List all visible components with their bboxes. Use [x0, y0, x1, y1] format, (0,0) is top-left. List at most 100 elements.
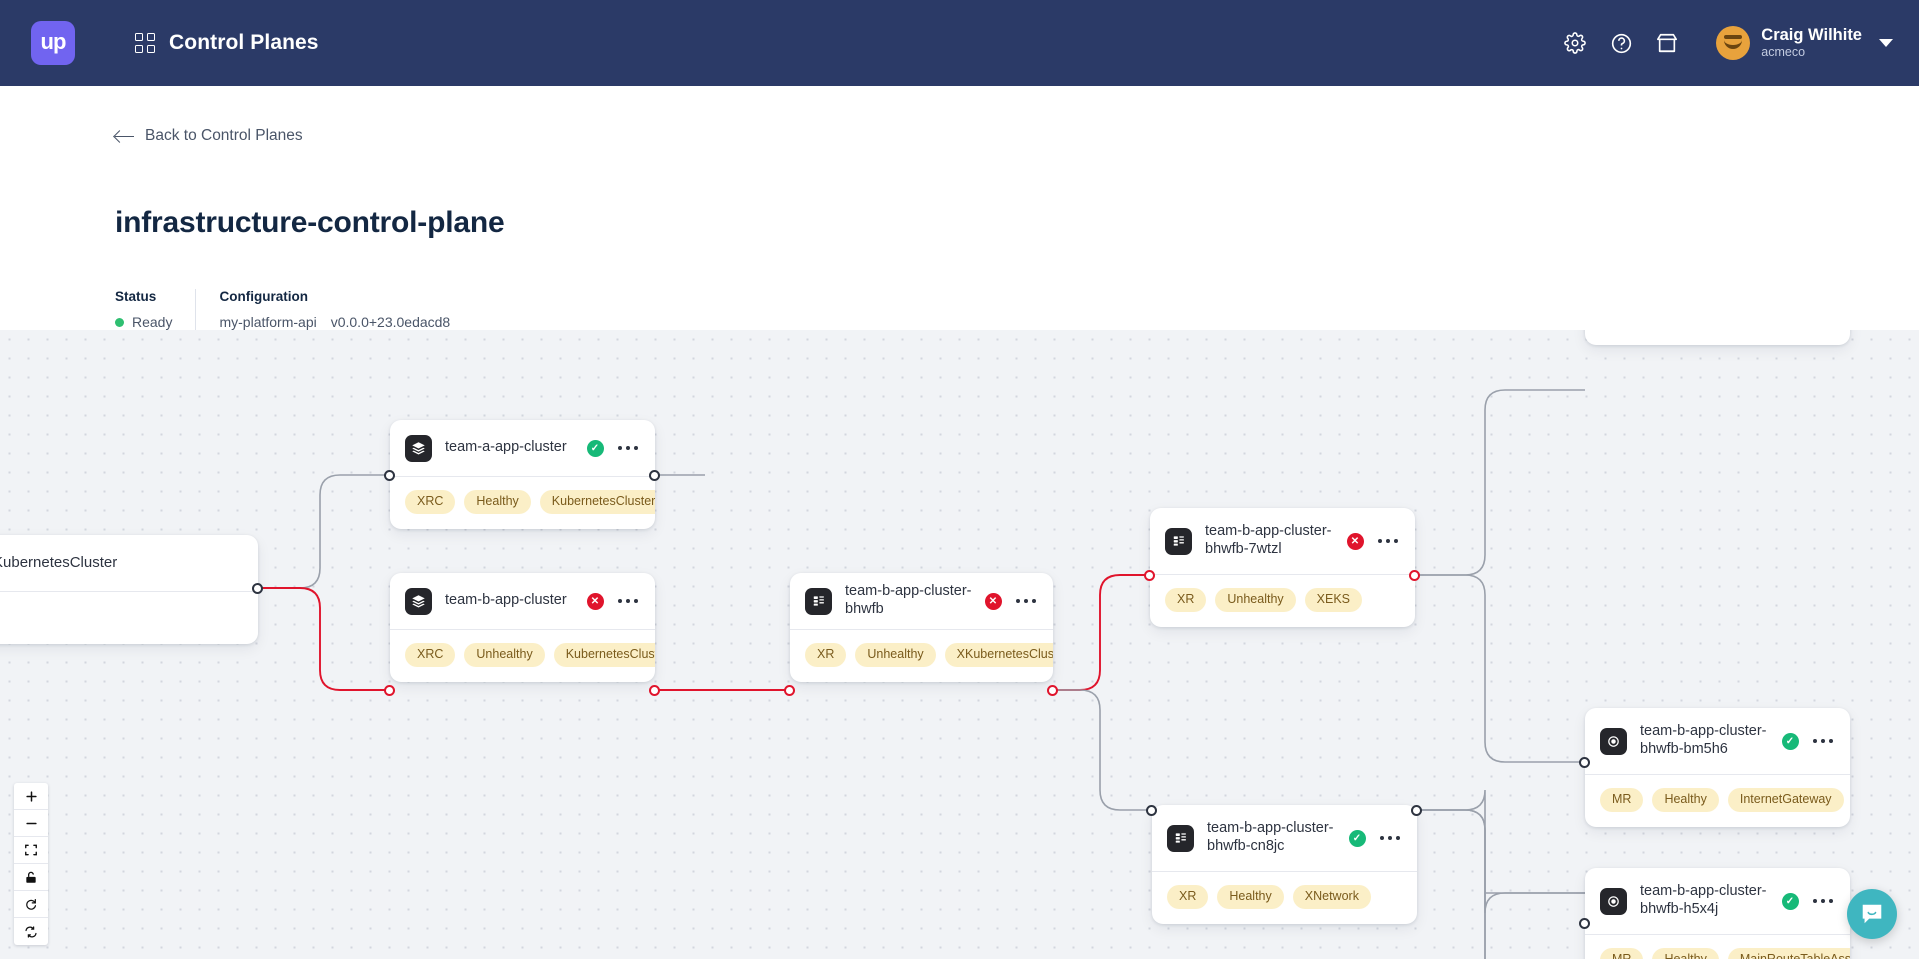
status-value: Ready	[132, 314, 173, 330]
node-tags: XRC Healthy KubernetesCluster	[390, 477, 655, 529]
fit-view-button[interactable]	[14, 837, 48, 864]
node-header: team-b-app-cluster-bhwfb-h5x4j ✓	[1585, 868, 1850, 934]
node-tag: XR	[1167, 885, 1209, 909]
configuration-version: v0.0.0+23.0edacd8	[330, 314, 451, 330]
help-icon[interactable]	[1598, 20, 1644, 66]
graph-node[interactable]: team-b-app-cluster-bhwfb-7wtzl ✕ XR Unhe…	[1150, 508, 1415, 627]
node-divider	[1152, 871, 1417, 872]
node-header: team-b-app-cluster-bhwfb-bm5h6 ✓	[1585, 708, 1850, 774]
meta-row: Status Ready Configuration my-platform-a…	[115, 289, 450, 335]
status-unhealthy-icon: ✕	[984, 592, 1002, 610]
reset-button[interactable]	[14, 891, 48, 918]
node-title: KubernetesCluster	[0, 553, 118, 571]
node-menu-button[interactable]	[1812, 738, 1833, 744]
managed-resource-icon	[1600, 887, 1627, 915]
node-divider	[0, 591, 258, 592]
configuration-block: Configuration my-platform-api v0.0.0+23.…	[219, 289, 450, 330]
zoom-in-button[interactable]	[14, 783, 48, 810]
node-header: team-b-app-cluster-bhwfb ✕	[790, 573, 1053, 629]
node-tag: Unhealthy	[1215, 588, 1296, 612]
node-tag: Healthy	[1217, 885, 1284, 909]
user-menu[interactable]: Craig Wilhite acmeco	[1761, 26, 1862, 59]
graph-node[interactable]: team-b-app-cluster-bhwfb-h5x4j ✓ MR Heal…	[1585, 868, 1850, 959]
status-healthy-icon: ✓	[586, 439, 604, 457]
node-tag: Healthy	[1652, 948, 1719, 959]
node-tags: XR Healthy XNetwork	[1152, 872, 1417, 924]
graph-node[interactable]: team-b-app-cluster-bhwfb-bm5h6 ✓ MR Heal…	[1585, 708, 1850, 827]
resource-graph-canvas[interactable]: KubernetesCluster API team-a-app-cluster…	[0, 330, 1919, 959]
node-tag: XKubernetesCluster	[944, 643, 1053, 667]
node-handle-right[interactable]	[649, 470, 660, 481]
node-divider	[390, 476, 655, 477]
back-to-control-planes-link[interactable]: Back to Control Planes	[115, 127, 303, 145]
node-menu-button[interactable]	[1812, 898, 1833, 904]
sync-button[interactable]	[14, 918, 48, 945]
node-handle-right[interactable]	[1047, 685, 1058, 696]
grid-icon[interactable]	[135, 33, 155, 53]
node-handle-right[interactable]	[1411, 805, 1422, 816]
chat-widget-button[interactable]	[1847, 889, 1897, 939]
logo-text: up	[40, 29, 67, 54]
graph-node[interactable]: team-a-app-cluster ✓ XRC Healthy Kuberne…	[390, 420, 655, 529]
graph-node[interactable]: team-b-app-cluster ✕ XRC Unhealthy Kuber…	[390, 573, 655, 682]
node-header: team-b-app-cluster-bhwfb-7wtzl ✕	[1150, 508, 1415, 574]
node-tag: KubernetesCluster	[553, 643, 655, 667]
node-menu-button[interactable]	[1379, 835, 1400, 841]
canvas-zoom-toolbar	[14, 783, 48, 945]
node-handle-left[interactable]	[1146, 805, 1157, 816]
node-header: team-a-app-cluster ✓	[390, 420, 655, 476]
node-tags: API	[0, 592, 258, 644]
node-handle-left[interactable]	[784, 685, 795, 696]
node-handle-left[interactable]	[1579, 757, 1590, 768]
graph-node[interactable]: team-b-app-cluster-bhwfb-cn8jc ✓ XR Heal…	[1152, 805, 1417, 924]
graph-node[interactable]	[1585, 330, 1850, 345]
node-handle-left[interactable]	[1579, 918, 1590, 929]
status-dot-icon	[115, 317, 124, 327]
node-title: team-b-app-cluster-bhwfb-cn8jc	[1207, 820, 1334, 854]
node-handle-right[interactable]	[649, 685, 660, 696]
avatar[interactable]	[1716, 26, 1751, 60]
chevron-down-icon[interactable]	[1879, 39, 1893, 47]
upbound-logo[interactable]: up	[31, 21, 75, 65]
node-handle-left[interactable]	[1144, 570, 1155, 581]
node-tag: MR	[1600, 788, 1644, 812]
status-unhealthy-icon: ✕	[1346, 532, 1364, 550]
node-tag: KubernetesCluster	[539, 490, 655, 514]
node-title: team-b-app-cluster-bhwfb-h5x4j	[1640, 883, 1767, 917]
user-org: acmeco	[1761, 45, 1806, 60]
node-tag: XEKS	[1304, 588, 1363, 612]
node-handle-right[interactable]	[252, 583, 263, 594]
node-menu-button[interactable]	[1015, 598, 1036, 604]
lock-button[interactable]	[14, 864, 48, 891]
node-tags: XR Unhealthy XKubernetesCluster	[790, 630, 1053, 682]
node-menu-button[interactable]	[617, 445, 638, 451]
status-badge: Ready	[115, 314, 172, 330]
node-title: team-b-app-cluster-bhwfb-7wtzl	[1205, 523, 1332, 557]
meta-divider	[195, 289, 197, 335]
gear-icon[interactable]	[1552, 20, 1598, 66]
node-tags	[1585, 330, 1850, 345]
node-menu-button[interactable]	[1377, 538, 1398, 544]
node-tag: InternetGateway	[1727, 788, 1844, 812]
node-tag: XR	[805, 643, 847, 667]
node-title: team-b-app-cluster	[445, 592, 567, 609]
graph-node[interactable]: team-b-app-cluster-bhwfb ✕ XR Unhealthy …	[790, 573, 1053, 682]
node-header: team-b-app-cluster-bhwfb-cn8jc ✓	[1152, 805, 1417, 871]
configuration-name: my-platform-api	[219, 314, 317, 330]
node-title: team-b-app-cluster-bhwfb-bm5h6	[1640, 723, 1767, 757]
node-divider	[1150, 574, 1415, 575]
node-divider	[790, 629, 1053, 630]
node-handle-left[interactable]	[384, 685, 395, 696]
node-tags: MR Healthy MainRouteTableAssociation	[1585, 935, 1850, 959]
graph-node[interactable]: KubernetesCluster API	[0, 535, 258, 644]
node-tag: MainRouteTableAssociation	[1727, 948, 1850, 959]
node-handle-left[interactable]	[384, 470, 395, 481]
marketplace-icon[interactable]	[1644, 20, 1690, 66]
node-handle-right[interactable]	[1409, 570, 1420, 581]
configuration-label: Configuration	[219, 289, 308, 304]
zoom-out-button[interactable]	[14, 810, 48, 837]
node-title: team-a-app-cluster	[445, 439, 567, 456]
nav-right-group: Craig Wilhite acmeco	[1552, 20, 1893, 66]
node-menu-button[interactable]	[617, 598, 638, 604]
status-healthy-icon: ✓	[1781, 732, 1799, 750]
